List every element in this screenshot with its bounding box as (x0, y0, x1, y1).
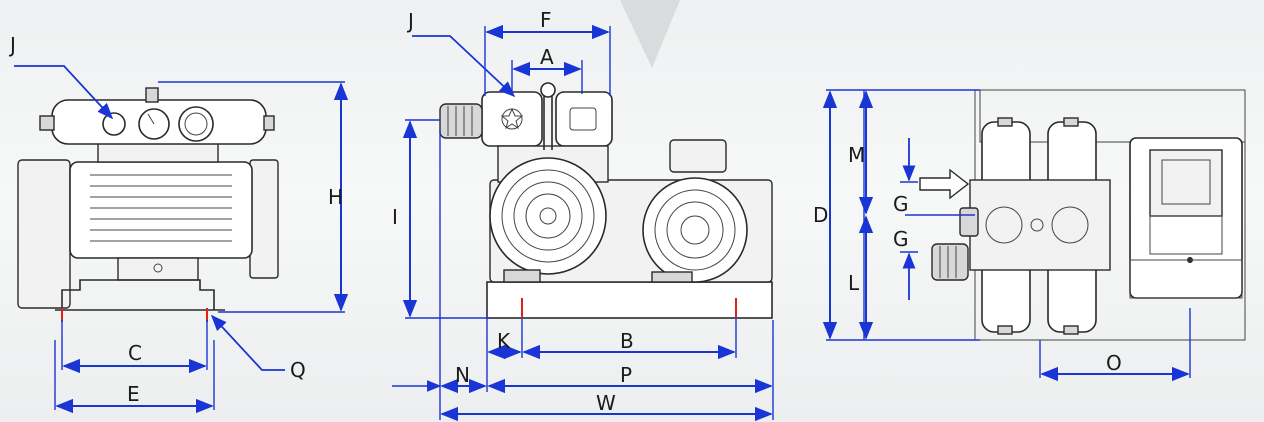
label-p: P (620, 363, 632, 387)
label-l: L (848, 271, 860, 295)
label-g-upper: G (893, 192, 909, 216)
front-terminal-box (669, 139, 727, 173)
side-base-plate (61, 279, 215, 310)
side-motor-body (69, 161, 253, 259)
leader-j-side (14, 65, 114, 120)
front-silencer (439, 103, 483, 139)
side-motor-fins (90, 174, 232, 242)
leader-q (210, 314, 285, 371)
top-side-port (959, 207, 979, 237)
side-right-fitting (263, 115, 275, 131)
label-e: E (127, 382, 140, 406)
side-view: H C E J Q (8, 33, 349, 414)
side-motor-end-cap (17, 159, 71, 309)
front-view: F A I K B N P W J (392, 8, 774, 422)
label-f: F (540, 8, 552, 32)
label-q: Q (290, 358, 306, 382)
label-g-lower: G (893, 227, 909, 251)
label-a: A (540, 45, 554, 69)
side-left-fitting (39, 115, 55, 131)
top-silencer (931, 243, 969, 281)
top-view: D M L G G O (813, 89, 1246, 382)
label-o: O (1106, 351, 1122, 375)
side-pump-neck (97, 141, 219, 163)
top-pump-block (969, 179, 1111, 271)
front-motor-fan (642, 177, 748, 283)
label-c: C (128, 341, 142, 365)
label-j-side: J (8, 33, 16, 57)
front-valve-plate (569, 107, 597, 131)
front-base-plate (486, 281, 773, 319)
label-j-front: J (406, 9, 414, 33)
front-fan-guard (489, 157, 607, 275)
label-n: N (455, 363, 470, 387)
front-lifting-eye (540, 82, 556, 98)
label-h: H (328, 185, 343, 209)
watermark-shape (620, 0, 680, 68)
label-b: B (620, 329, 634, 353)
label-m: M (848, 143, 865, 167)
side-top-nipple (145, 87, 159, 103)
front-foot-right (651, 271, 693, 283)
label-k: K (497, 329, 511, 353)
front-foot-left (503, 269, 541, 283)
side-motor-rear (249, 159, 279, 279)
side-inlet-port (102, 112, 126, 136)
label-w: W (596, 391, 616, 415)
side-motor-foot (117, 257, 199, 281)
front-pump-head-left (481, 91, 543, 147)
flow-direction-arrow-icon (919, 168, 970, 200)
leader-j-front (412, 35, 516, 98)
front-pump-head-right (555, 91, 613, 147)
front-valve-icon (500, 107, 524, 130)
label-i: I (392, 205, 398, 229)
side-filter-cap (178, 106, 214, 142)
label-d: D (813, 203, 828, 227)
